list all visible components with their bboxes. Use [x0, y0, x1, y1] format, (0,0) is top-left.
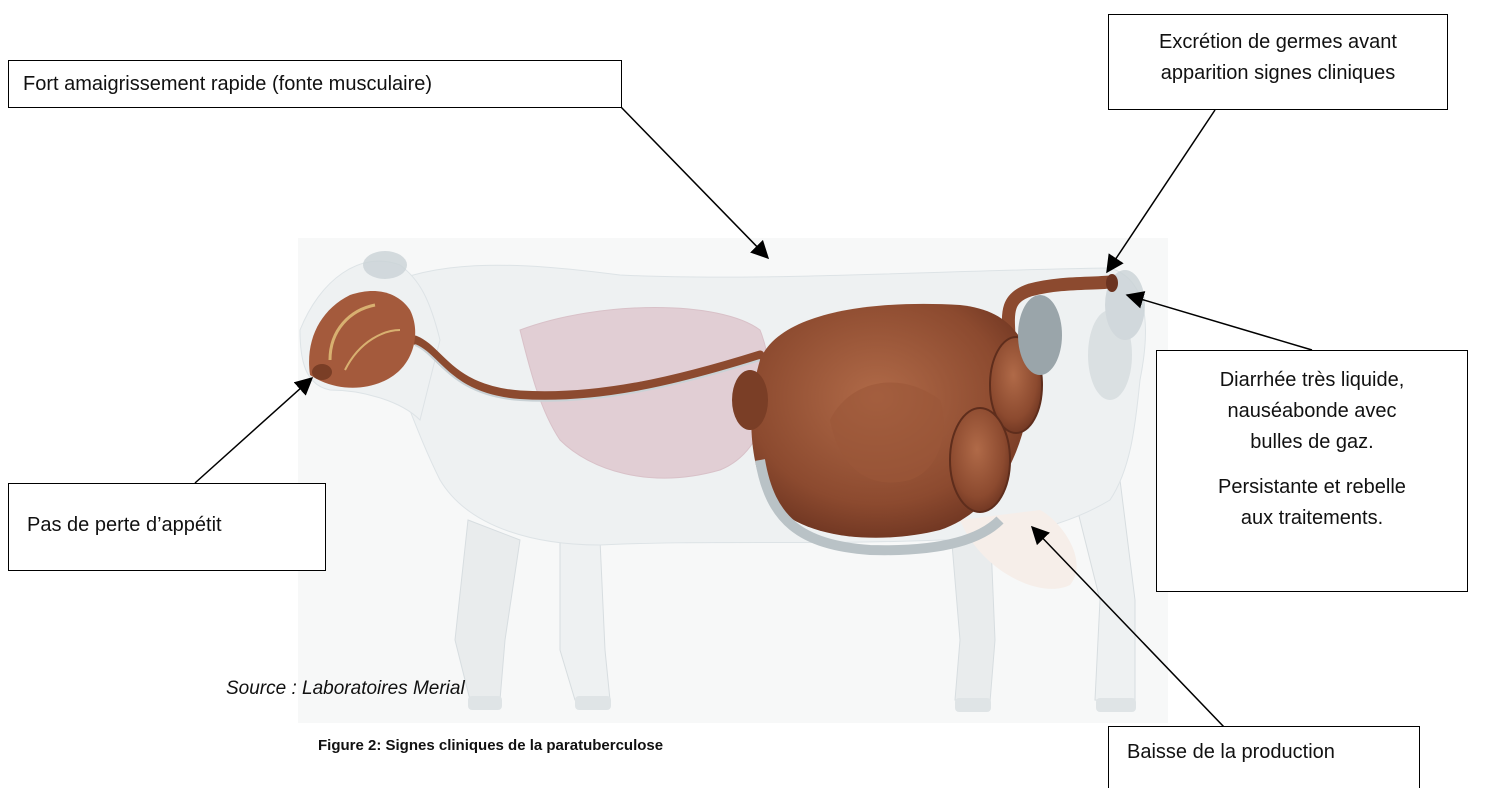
callout-diarrhea-line-1: Diarrhée très liquide,	[1157, 365, 1467, 396]
callout-diarrhea: Diarrhée très liquide, nauséabonde avec …	[1156, 350, 1468, 592]
figure-caption: Figure 2: Signes cliniques de la paratub…	[318, 737, 663, 754]
callout-appetite: Pas de perte d’appétit	[8, 483, 326, 571]
arrow-appetite	[195, 378, 312, 483]
arrow-weight-loss	[620, 106, 768, 258]
callout-production-text: Baisse de la production	[1127, 737, 1401, 768]
callout-persistence-line-2: aux traitements.	[1157, 503, 1467, 534]
callout-diarrhea-line-2: nauséabonde avec	[1157, 396, 1467, 427]
callout-germ-shedding-line-2: apparition signes cliniques	[1109, 58, 1447, 89]
callout-persistence-line-1: Persistante et rebelle	[1157, 472, 1467, 503]
callout-appetite-text: Pas de perte d’appétit	[27, 510, 307, 541]
callout-weight-loss: Fort amaigrissement rapide (fonte muscul…	[8, 60, 622, 108]
intestines	[1018, 295, 1062, 375]
image-source: Source : Laboratoires Merial	[226, 678, 465, 700]
callout-diarrhea-line-3: bulles de gaz.	[1157, 427, 1467, 458]
callout-weight-loss-text: Fort amaigrissement rapide (fonte muscul…	[23, 69, 607, 100]
callout-production: Baisse de la production	[1108, 726, 1420, 788]
callout-germ-shedding-line-1: Excrétion de germes avant	[1109, 27, 1447, 58]
callout-germ-shedding: Excrétion de germes avant apparition sig…	[1108, 14, 1448, 110]
